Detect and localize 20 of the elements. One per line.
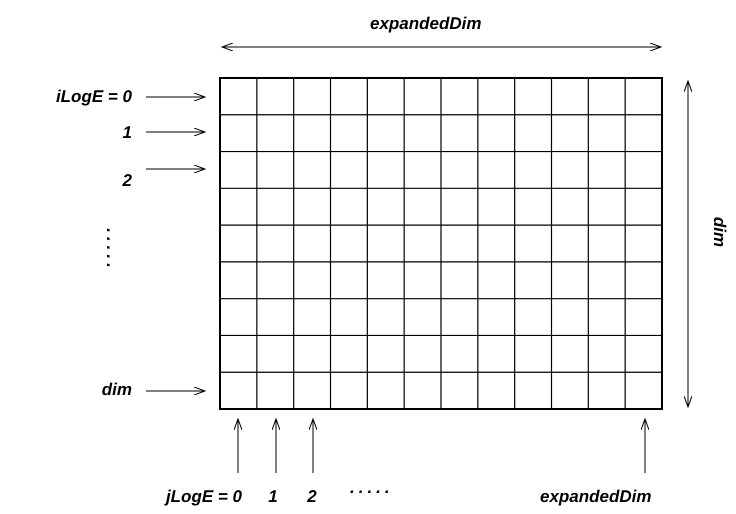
axis-label: iLogE = 0 xyxy=(0,84,132,110)
axis-label: expandedDim xyxy=(540,484,736,510)
arrow xyxy=(146,164,206,174)
axis-label: dim xyxy=(40,377,132,403)
arrow xyxy=(146,92,206,102)
ellipsis: ..... xyxy=(350,478,394,498)
axis-label: 1 xyxy=(262,484,284,510)
arrow xyxy=(234,418,242,474)
arrow xyxy=(308,418,318,474)
arrow xyxy=(272,418,280,474)
arrow xyxy=(146,386,206,396)
arrow xyxy=(146,128,206,136)
dimension-label: expandedDim xyxy=(370,13,482,35)
dimension-label: dim xyxy=(709,216,730,248)
ellipsis: ..... xyxy=(105,228,119,272)
axis-label: jLogE = 0 xyxy=(118,484,242,510)
axis-label: 2 xyxy=(300,484,324,510)
axis-label: 2 xyxy=(60,168,132,194)
axis-label: 1 xyxy=(60,120,132,146)
arrow xyxy=(640,418,650,474)
